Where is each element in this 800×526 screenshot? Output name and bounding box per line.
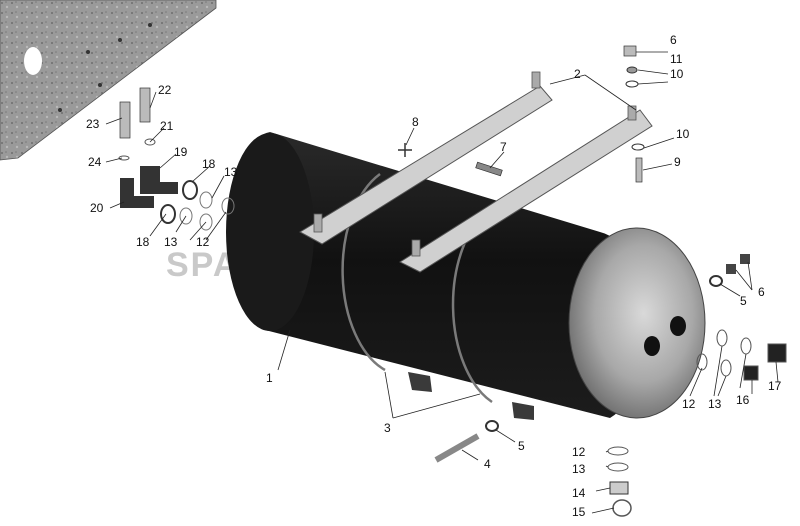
air-tank <box>226 132 706 419</box>
frame-plate <box>0 0 217 161</box>
callout-3: 3 <box>384 421 391 435</box>
callout-5-bottom: 5 <box>518 439 525 453</box>
callout-labels: 1 2 3 4 5 5 6 6 7 8 9 10 10 11 12 12 12 … <box>86 33 782 519</box>
callout-20: 20 <box>90 201 104 215</box>
callout-2: 2 <box>574 67 581 81</box>
callout-4: 4 <box>484 457 491 471</box>
callout-12-bottom: 12 <box>572 445 586 459</box>
callout-11: 11 <box>670 52 683 66</box>
callout-13-left-top: 13 <box>224 165 238 179</box>
callout-18-left: 18 <box>136 235 150 249</box>
port-right <box>670 316 686 336</box>
callout-13-bottom: 13 <box>572 462 586 476</box>
callout-8: 8 <box>412 115 419 129</box>
callout-14: 14 <box>572 486 586 500</box>
mounting-straps <box>298 71 653 273</box>
callout-15: 15 <box>572 505 586 519</box>
callout-10-mid: 10 <box>676 127 690 141</box>
callout-22: 22 <box>158 83 172 97</box>
callout-12-left: 12 <box>196 235 210 249</box>
callout-6-right: 6 <box>758 285 765 299</box>
callout-9: 9 <box>674 155 681 169</box>
callout-17: 17 <box>768 379 782 393</box>
callout-1: 1 <box>266 371 273 385</box>
callout-19: 19 <box>174 145 188 159</box>
callout-5-right: 5 <box>740 294 747 308</box>
callout-7: 7 <box>500 140 507 154</box>
port-left <box>644 336 660 356</box>
callout-12-right: 12 <box>682 397 696 411</box>
callout-13-left: 13 <box>164 235 178 249</box>
small-parts <box>118 45 787 517</box>
callout-21: 21 <box>160 119 174 133</box>
callout-16: 16 <box>736 393 750 407</box>
callout-24: 24 <box>88 155 102 169</box>
callout-23: 23 <box>86 117 100 131</box>
callout-6-top: 6 <box>670 33 677 47</box>
callout-13-right: 13 <box>708 397 722 411</box>
callout-10-top: 10 <box>670 67 684 81</box>
callout-18-top: 18 <box>202 157 216 171</box>
leader-lines <box>105 51 779 514</box>
